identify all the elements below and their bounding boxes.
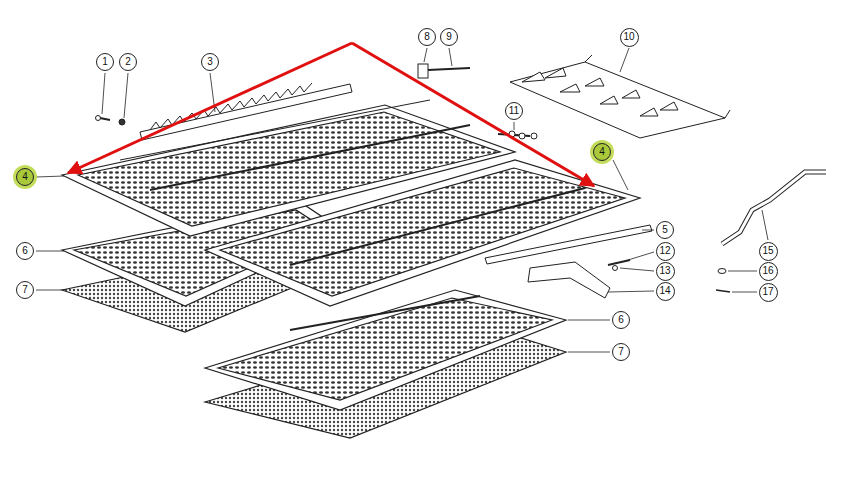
callout-circle: 7: [612, 343, 630, 361]
callout-number: 7: [22, 285, 28, 295]
finned-plate: [510, 55, 730, 138]
callout-circle: 14: [656, 282, 675, 301]
callout-number: 1: [102, 57, 108, 67]
callout-circle: 9: [440, 28, 458, 46]
callout-number: 4: [22, 172, 28, 182]
bent-rod-inner: [722, 172, 826, 244]
callout-number: 5: [662, 225, 668, 235]
callout-number: 8: [424, 32, 430, 42]
bent-rod: [722, 172, 826, 244]
callout-number: 12: [659, 246, 670, 256]
callout-number: 15: [762, 246, 773, 256]
washer: [718, 269, 726, 274]
callout-number: 9: [446, 32, 452, 42]
callout-number: 10: [623, 32, 634, 42]
callout-circle: 8: [418, 28, 436, 46]
callout-number: 11: [509, 106, 519, 116]
callout-circle: 2: [119, 53, 137, 71]
bracket: [528, 262, 610, 298]
highlight-arrow: [68, 43, 594, 186]
callout-circle: 17: [759, 283, 778, 302]
callout-number: 13: [659, 266, 670, 276]
callout-number: 4: [599, 147, 605, 157]
callout-circle: 16: [759, 262, 778, 281]
callout-circle: 4: [593, 143, 611, 161]
callout-number: 16: [762, 266, 773, 276]
callout-circle: 12: [656, 242, 675, 261]
bolt: [418, 64, 470, 78]
callout-number: 3: [207, 57, 213, 67]
pin: [716, 290, 730, 292]
callout-number: 6: [22, 246, 28, 256]
callout-circle: 1: [96, 53, 114, 71]
callout-circle: 10: [620, 28, 639, 47]
callout-circle: 13: [656, 262, 675, 281]
callout-circle: 15: [759, 242, 778, 261]
callout-number: 6: [618, 315, 624, 325]
callout-circle: 11: [505, 102, 523, 120]
callout-number: 14: [659, 286, 670, 296]
leader-line: [36, 48, 768, 352]
callout-circle: 6: [612, 311, 630, 329]
callout-circle: 7: [16, 281, 34, 299]
screw: [96, 116, 126, 126]
callout-circle: 3: [201, 53, 219, 71]
callout-number: 17: [762, 287, 773, 297]
callout-number: 2: [125, 57, 131, 67]
cross-bar: [485, 225, 652, 264]
callout-number: 7: [618, 347, 624, 357]
callout-circle: 5: [656, 221, 674, 239]
callout-circle: 4: [16, 168, 34, 186]
callout-circle: 6: [16, 242, 34, 260]
